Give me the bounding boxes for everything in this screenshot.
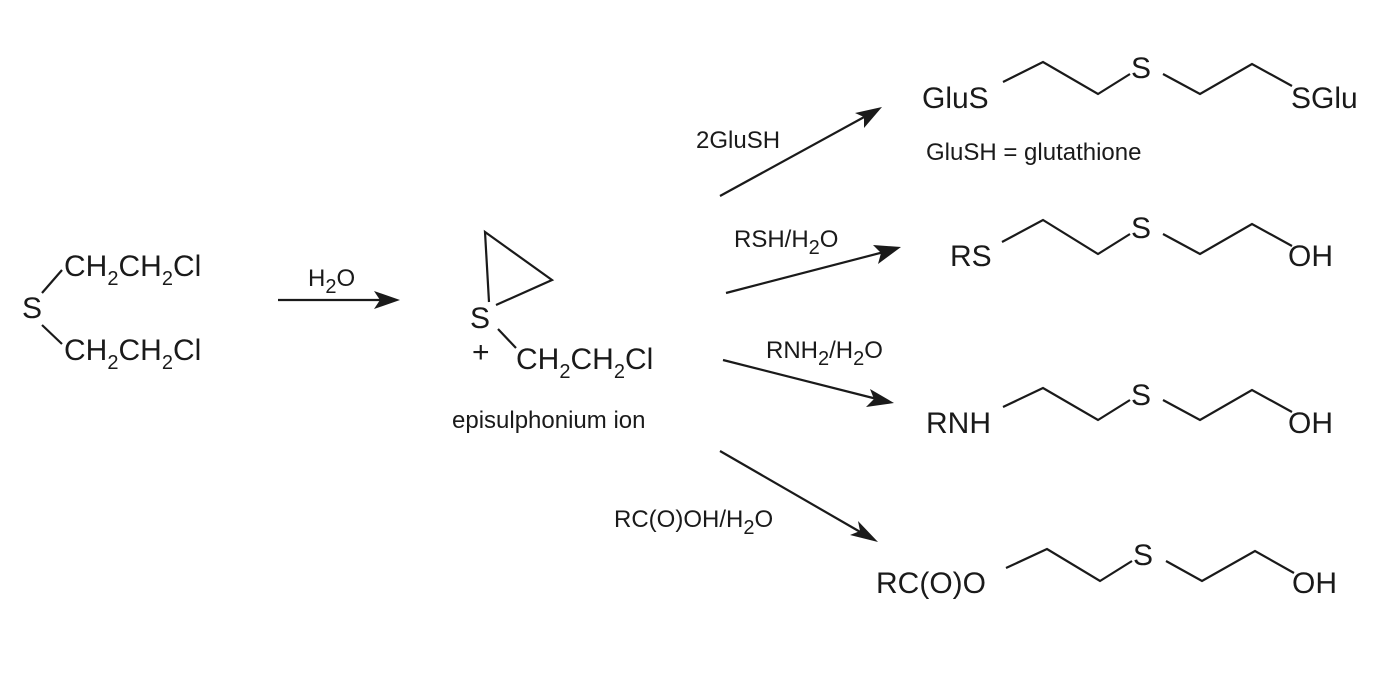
arrow-glutathione: 2GluSH	[696, 107, 882, 197]
product1-right-group: SGlu	[1291, 82, 1358, 115]
product-ester-adduct: RC(O)O S OH	[876, 539, 1337, 600]
product3-right-group: OH	[1288, 407, 1333, 440]
arrow-amine-head	[866, 389, 894, 407]
product4-chain-left	[1005, 547, 1133, 583]
product4-s-atom: S	[1133, 539, 1153, 572]
arrow-thiol-head	[873, 245, 901, 264]
product1-s-atom: S	[1131, 52, 1151, 85]
arrow-thiol: RSH/H2O	[725, 226, 901, 295]
arrow-thiol-shaft	[725, 250, 885, 295]
product2-s-atom: S	[1131, 212, 1151, 245]
product3-s-atom: S	[1131, 379, 1151, 412]
arrow-acid: RC(O)OH/H2O	[614, 450, 878, 542]
product-thiol-adduct: RS S OH	[950, 212, 1333, 273]
product1-chain-left	[1002, 60, 1131, 96]
reactant-arm-upper: CH2CH2Cl	[64, 250, 201, 290]
hydrolysis-arrow: H2O	[278, 265, 400, 309]
product3-chain-left	[1002, 386, 1131, 422]
product2-chain-right	[1162, 222, 1293, 256]
product1-left-group: GluS	[922, 82, 989, 115]
arrow-acid-shaft	[719, 450, 863, 534]
product2-right-group: OH	[1288, 240, 1333, 273]
hydrolysis-label: H2O	[308, 265, 355, 298]
arrow-glutathione-shaft	[719, 115, 867, 197]
arrow-glutathione-head	[855, 107, 882, 128]
product1-chain-right	[1162, 62, 1293, 96]
reactant-arm-lower: CH2CH2Cl	[64, 334, 201, 374]
intermediate-side-chain: CH2CH2Cl	[516, 343, 653, 383]
reagent-acid: RC(O)OH/H2O	[614, 506, 773, 539]
intermediate-name: episulphonium ion	[452, 407, 645, 434]
reactant-bond-lower	[41, 324, 63, 345]
product4-chain-right	[1165, 549, 1295, 583]
reagent-glutathione: 2GluSH	[696, 127, 780, 154]
product4-right-group: OH	[1292, 567, 1337, 600]
product2-left-group: RS	[950, 240, 992, 273]
product-glutathione-conjugate: GluS S SGlu GluSH = glutathione	[922, 52, 1358, 166]
intermediate-s-atom: S	[470, 302, 490, 335]
reactant-bond-upper	[41, 269, 63, 294]
product-amine-adduct: RNH S OH	[926, 379, 1333, 440]
reagent-thiol: RSH/H2O	[734, 226, 838, 259]
product3-chain-right	[1162, 388, 1293, 422]
reagent-amine: RNH2/H2O	[766, 337, 883, 370]
intermediate-episulphonium: S + CH2CH2Cl episulphonium ion	[452, 229, 653, 434]
reactant-sulfur-mustard: S CH2CH2Cl CH2CH2Cl	[22, 250, 201, 374]
reactant-s-atom: S	[22, 292, 42, 325]
arrow-acid-head	[850, 521, 878, 542]
arrow-amine-shaft	[722, 358, 878, 401]
product3-left-group: RNH	[926, 407, 991, 440]
intermediate-ring-bonds	[483, 229, 555, 307]
product4-left-group: RC(O)O	[876, 567, 986, 600]
intermediate-charge: +	[472, 336, 490, 369]
glutathione-definition: GluSH = glutathione	[926, 139, 1141, 166]
product2-chain-left	[1001, 218, 1131, 256]
intermediate-side-bond	[497, 328, 517, 349]
arrow-amine: RNH2/H2O	[722, 337, 894, 407]
hydrolysis-arrow-head	[374, 291, 400, 309]
